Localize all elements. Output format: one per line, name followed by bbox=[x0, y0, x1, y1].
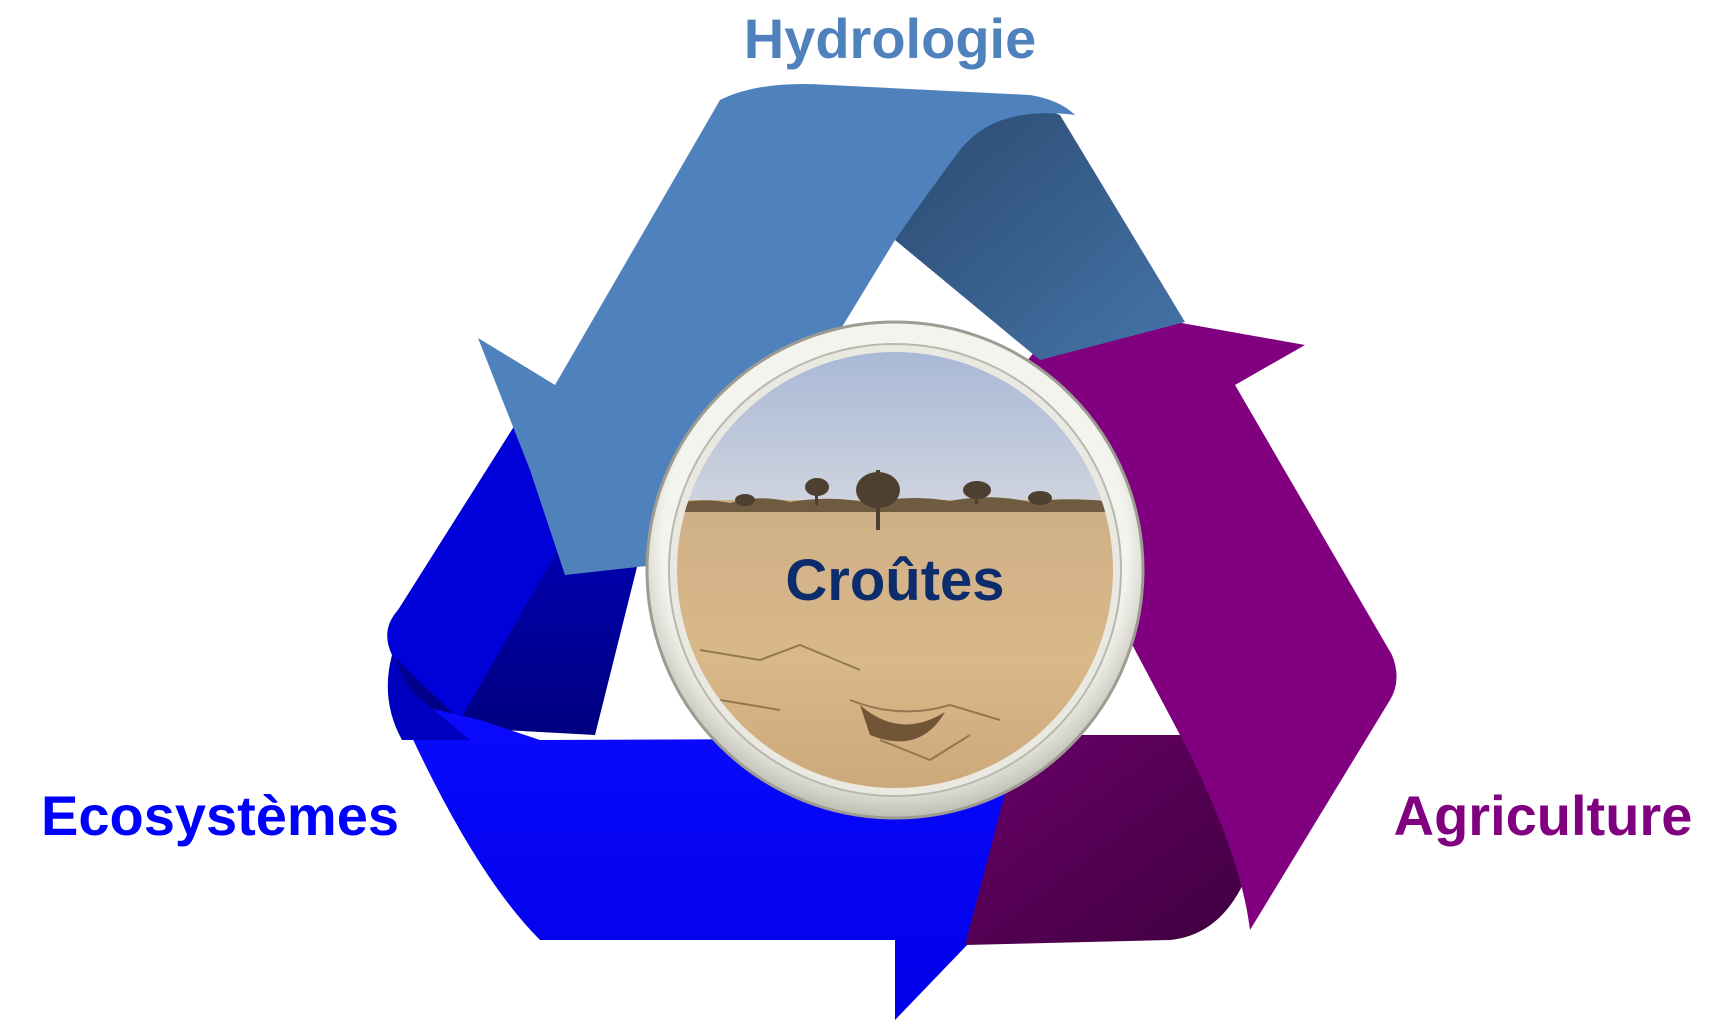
ecosystemes-arrow-band-upper bbox=[387, 420, 575, 720]
agriculture-arrow-fold bbox=[965, 735, 1245, 945]
node-label-hydrologie: Hydrologie bbox=[744, 7, 1036, 70]
hydrologie-arrow bbox=[478, 84, 1185, 575]
node-label-agriculture: Agriculture bbox=[1394, 784, 1693, 847]
center-photo bbox=[645, 320, 1145, 820]
center-label: Croûtes bbox=[785, 548, 1004, 613]
hydrologie-arrow-fold bbox=[895, 107, 1185, 361]
node-label-ecosystemes: Ecosystèmes bbox=[41, 784, 399, 847]
hydrologie-arrow-band bbox=[478, 84, 1075, 575]
ecosystemes-arrow-curve bbox=[387, 655, 470, 740]
